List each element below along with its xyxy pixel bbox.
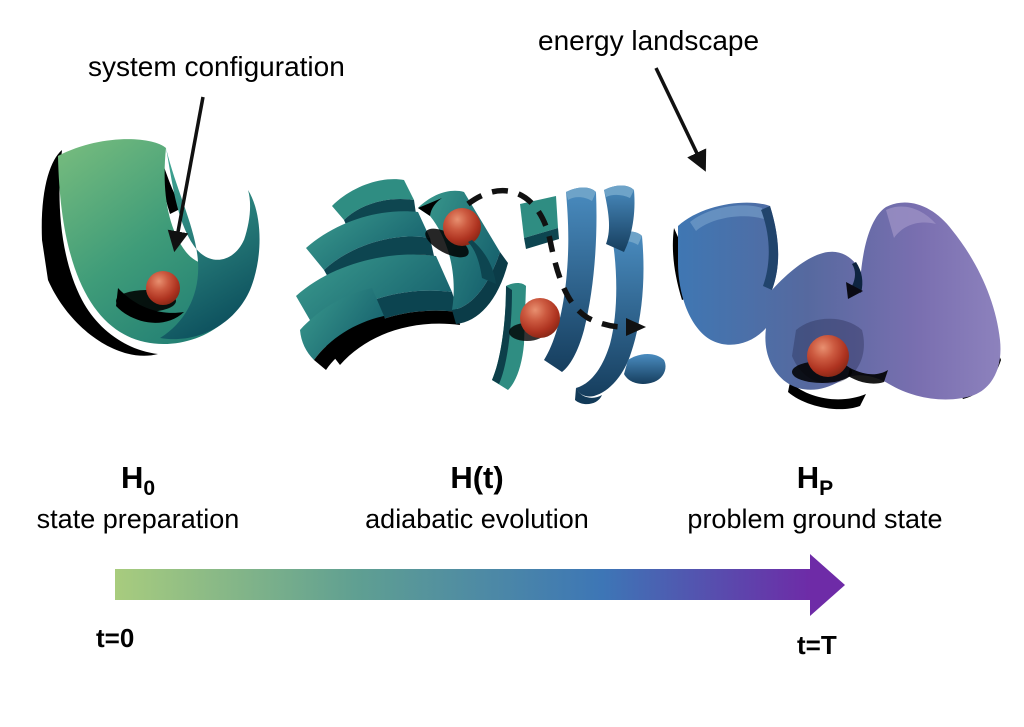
final-landscape-surface	[672, 202, 1001, 410]
stage-evolving: H(t) adiabatic evolution	[337, 460, 617, 535]
hamiltonian-symbol: H	[796, 460, 820, 495]
evolving-landscape-surface	[296, 179, 666, 405]
system-configuration-arrow	[167, 96, 205, 253]
red-ball-evolving-top	[443, 208, 481, 246]
red-ball-initial	[146, 271, 180, 305]
time-gradient-arrow	[115, 554, 845, 616]
hamiltonian-symbol: H	[120, 460, 144, 495]
time-start-label: t=0	[96, 623, 135, 653]
red-ball-evolving-bottom	[520, 298, 560, 338]
stage-evolving-caption: adiabatic evolution	[365, 504, 589, 535]
energy-landscape-arrow	[654, 67, 707, 172]
stage-initial: H0 state preparation	[18, 460, 258, 535]
stage-initial-caption: state preparation	[36, 504, 240, 535]
system-configuration-label: system configuration	[88, 51, 345, 82]
hamiltonian-hp-label: HP	[662, 460, 968, 501]
stage-final-caption: problem ground state	[687, 504, 943, 535]
initial-landscape-surface	[41, 139, 260, 356]
trajectory-dashed-arrow	[466, 187, 646, 336]
stage-final: HP problem ground state	[662, 460, 968, 535]
hamiltonian-symbol: H(t)	[450, 460, 504, 495]
hamiltonian-subscript: 0	[143, 477, 156, 501]
hamiltonian-ht-label: H(t)	[337, 460, 617, 500]
time-arrowhead-icon	[810, 554, 845, 616]
energy-landscape-label: energy landscape	[538, 25, 760, 56]
time-end-label: t=T	[797, 630, 837, 660]
hamiltonian-subscript: P	[819, 477, 834, 501]
surface-notch-marker	[846, 282, 863, 299]
trajectory-arrowhead-icon	[626, 318, 646, 336]
hamiltonian-h0-label: H0	[18, 460, 258, 501]
red-ball-final	[807, 335, 849, 377]
